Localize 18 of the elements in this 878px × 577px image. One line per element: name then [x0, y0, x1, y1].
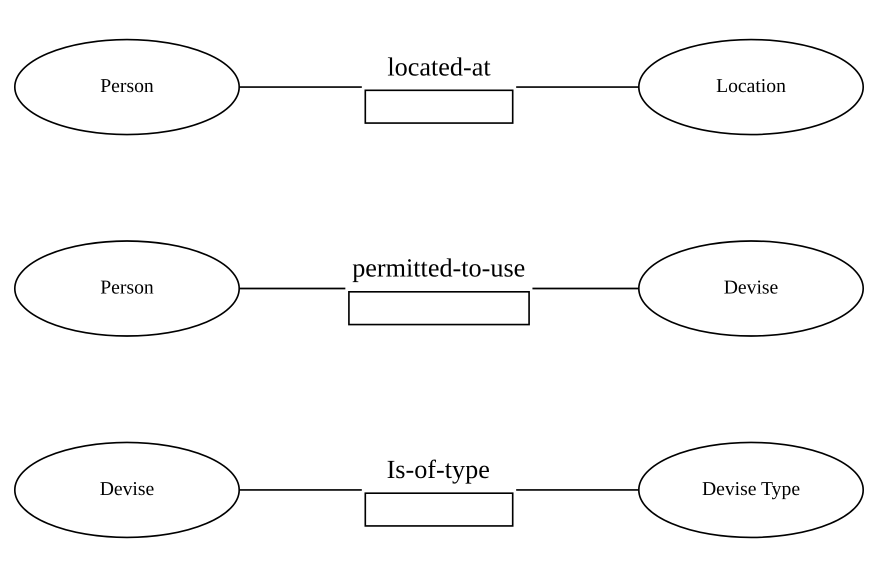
node-box: [364, 90, 514, 124]
connector: [532, 288, 638, 290]
node-ellipse: Location: [638, 38, 864, 136]
node-ellipse: Person: [14, 240, 240, 337]
node-label: Is-of-type: [386, 455, 490, 484]
connector: [239, 489, 362, 491]
node-box: [364, 492, 514, 527]
connector: [516, 86, 638, 88]
connector: [239, 288, 346, 290]
node-ellipse: Devise Type: [638, 442, 864, 538]
node-box: [348, 290, 530, 326]
connector: [516, 489, 638, 491]
node-ellipse: Devise: [638, 240, 864, 337]
node-ellipse: Person: [14, 38, 240, 136]
node-label: located-at: [387, 52, 491, 82]
connector: [239, 86, 362, 88]
node-ellipse: Devise: [14, 442, 240, 538]
node-label: permitted-to-use: [352, 254, 526, 283]
